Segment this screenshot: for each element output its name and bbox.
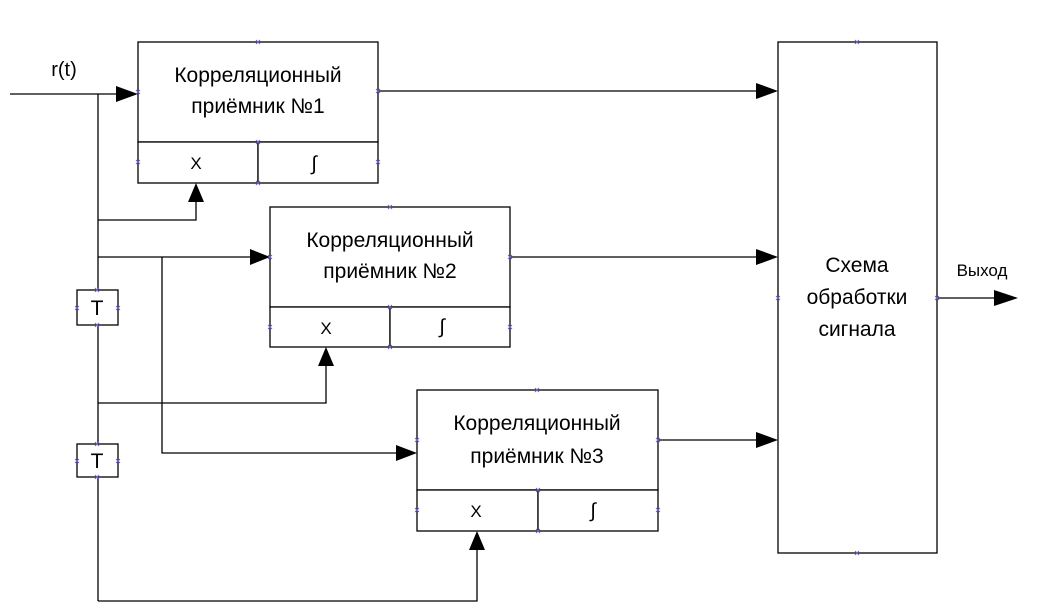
connection-marker — [507, 324, 513, 330]
signal-processor: Схема обработки сигнала — [777, 41, 938, 554]
connection-marker — [534, 387, 540, 393]
connection-marker — [94, 322, 100, 328]
receiver-2-integrator — [389, 306, 511, 348]
processor-line-1: Схема — [825, 254, 889, 277]
connection-marker — [775, 295, 781, 301]
arrow-input-2 — [250, 249, 270, 265]
connection-marker — [414, 507, 420, 513]
receiver-2-subtitle: приёмник №2 — [323, 260, 456, 283]
connection-marker — [387, 344, 393, 350]
receiver-3-body — [416, 389, 659, 491]
receiver-3-integrator — [537, 489, 659, 532]
connection-marker — [535, 487, 541, 493]
receiver-1-integrator — [257, 141, 379, 184]
connection-marker — [655, 507, 661, 513]
multiplier-1-symbol: X — [190, 154, 201, 173]
connection-marker — [74, 305, 80, 311]
connection-markers — [74, 39, 940, 556]
receiver-1: Корреляционный приёмник №1 X ∫ — [137, 41, 379, 184]
connection-marker — [115, 458, 121, 464]
processor-line-2: обработки — [807, 286, 908, 309]
arrow-input-1 — [116, 86, 138, 102]
receiver-1-body — [137, 41, 379, 143]
multiplier-3-symbol: X — [470, 502, 481, 521]
connection-marker — [414, 437, 420, 443]
arrow-processor-2 — [756, 249, 778, 265]
connection-marker — [507, 254, 513, 260]
connection-marker — [655, 437, 661, 443]
arrowheads — [116, 83, 1018, 550]
connection-marker — [135, 89, 141, 95]
receiver-3-title: Корреляционный — [453, 412, 620, 435]
integrator-2-symbol: ∫ — [438, 316, 446, 338]
receiver-2-title: Корреляционный — [306, 229, 473, 252]
receiver-3: Корреляционный приёмник №3 X ∫ — [416, 389, 659, 532]
connection-marker — [854, 39, 860, 45]
connection-marker — [255, 180, 261, 186]
connection-marker — [255, 39, 261, 45]
processor-line-3: сигнала — [818, 318, 895, 341]
multiplier-2-symbol: X — [320, 319, 331, 338]
arrow-mult-3 — [469, 531, 485, 550]
connection-marker — [387, 204, 393, 210]
integrator-1-symbol: ∫ — [310, 153, 318, 175]
connection-marker — [267, 324, 273, 330]
delay-1-label: T — [91, 297, 104, 320]
connection-marker — [94, 474, 100, 480]
connection-marker — [255, 139, 261, 145]
receiver-1-subtitle: приёмник №1 — [191, 95, 324, 118]
connection-marker — [934, 295, 940, 301]
arrow-mult-2 — [318, 347, 334, 366]
receiver-2-body — [269, 206, 511, 308]
receiver-2-multiplier — [269, 306, 391, 348]
connection-marker — [115, 305, 121, 311]
delay-2: T — [76, 443, 119, 478]
ref-line-3 — [98, 548, 478, 602]
wires — [10, 90, 996, 602]
input-label: r(t) — [51, 59, 77, 81]
processor-body — [777, 41, 938, 554]
receiver-1-title: Корреляционный — [174, 64, 341, 87]
connection-marker — [854, 550, 860, 556]
connection-marker — [94, 287, 100, 293]
receiver-3-multiplier — [416, 489, 539, 532]
connection-marker — [535, 528, 541, 534]
arrow-input-3 — [396, 445, 417, 461]
output-label: Выход — [957, 261, 1008, 280]
arrow-processor-3 — [756, 432, 778, 448]
delay-1: T — [76, 289, 119, 326]
arrow-output — [994, 290, 1018, 306]
ref-line-2 — [98, 364, 327, 404]
connection-marker — [375, 88, 381, 94]
connection-marker — [74, 458, 80, 464]
receiver-3-subtitle: приёмник №3 — [470, 445, 603, 468]
receiver-2: Корреляционный приёмник №2 X ∫ — [269, 206, 511, 348]
arrow-mult-1 — [188, 183, 204, 202]
connection-marker — [135, 159, 141, 165]
delay-2-label: T — [91, 450, 104, 473]
connection-marker — [267, 254, 273, 260]
connection-marker — [375, 159, 381, 165]
signal-line-3 — [161, 257, 396, 454]
arrow-processor-1 — [756, 83, 778, 99]
connection-marker — [94, 441, 100, 447]
connection-marker — [387, 304, 393, 310]
integrator-3-symbol: ∫ — [589, 500, 597, 522]
ref-line-1 — [98, 200, 197, 221]
